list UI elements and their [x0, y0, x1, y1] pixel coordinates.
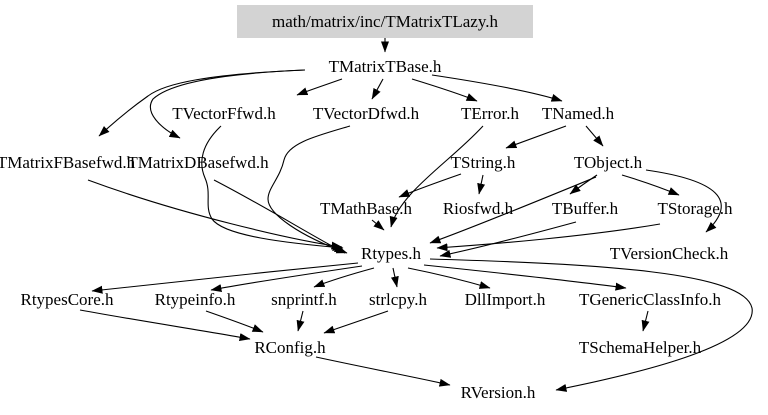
- edge-group: [79, 38, 753, 392]
- edge-rtypes-to-tgenericclassinfo: [423, 264, 627, 291]
- edge-tstorage-to-rtypes: [436, 223, 661, 252]
- edge-rtypeinfo-to-rconfig: [205, 310, 264, 333]
- edge-tobject-to-tbuffer: [569, 174, 598, 195]
- edge-tnamed-to-tstring: [505, 125, 567, 149]
- edge-tmatrixtbase-to-tmatrixdbasefwd: [150, 69, 306, 139]
- edge-tmatrixtbase-to-tvectorffwd: [296, 78, 343, 96]
- edge-rtypes-to-dllimport: [407, 267, 491, 289]
- edge-rtypes-to-rversion: [429, 258, 753, 392]
- edge-tmatrixtbase-to-tnamed: [431, 74, 563, 102]
- node-tmatrixtbase-h[interactable]: TMatrixTBase.h: [329, 57, 442, 76]
- edge-tstring-to-tmathbase: [398, 173, 462, 198]
- edge-rconfig-to-rversion: [315, 356, 451, 387]
- node-tmatrixfbasefwd-h[interactable]: TMatrixFBasefwd.h: [0, 153, 136, 172]
- edge-tgenericclassinfo-to-tschemahelper: [641, 310, 650, 332]
- node-strlcpy-h[interactable]: strlcpy.h: [369, 290, 427, 309]
- edge-rtypescore-to-rconfig: [79, 309, 251, 342]
- node-root-file: math/matrix/inc/TMatrixTLazy.h: [272, 12, 498, 31]
- node-tvectordfwd-h[interactable]: TVectorDfwd.h: [313, 104, 420, 123]
- edge-tvectorffwd-to-rtypes: [201, 125, 344, 252]
- node-terror-h[interactable]: TError.h: [461, 104, 520, 123]
- node-tvectorffwd-h[interactable]: TVectorFfwd.h: [172, 104, 276, 123]
- edge-rtypes-to-rtypeinfo: [210, 265, 363, 293]
- node-riosfwd-h[interactable]: Riosfwd.h: [443, 199, 514, 218]
- edge-tobject-to-tstorage: [621, 174, 680, 196]
- node-tversioncheck-h[interactable]: TVersionCheck.h: [610, 244, 729, 263]
- edge-tmatrixtbase-to-terror: [411, 78, 478, 102]
- node-tstring-h[interactable]: TString.h: [451, 153, 516, 172]
- edge-tmatrixdbasefwd-to-rtypes: [213, 179, 346, 254]
- edge-strlcpy-to-rconfig: [323, 310, 389, 334]
- edge-tobject-to-rtypes: [429, 176, 597, 244]
- node-tmatrixdbasefwd-h[interactable]: TMatrixDBasefwd.h: [127, 153, 269, 172]
- edge-tnamed-to-tobject: [585, 125, 604, 147]
- root-node-box: [237, 5, 533, 38]
- edge-terror-to-rtypes: [389, 125, 484, 228]
- edge-tmatrixtbase-to-tvectordfwd: [371, 78, 384, 100]
- edge-tmatrixfbasefwd-to-rtypes: [87, 179, 343, 250]
- edge-tvectordfwd-to-rtypes: [267, 125, 351, 254]
- edge-tbuffer-to-rtypes: [439, 221, 577, 258]
- node-rconfig-h[interactable]: RConfig.h: [254, 338, 326, 357]
- node-tstorage-h[interactable]: TStorage.h: [657, 199, 733, 218]
- node-rtypes-h[interactable]: Rtypes.h: [361, 244, 421, 263]
- node-snprintf-h[interactable]: snprintf.h: [271, 290, 337, 309]
- node-dllimport-h[interactable]: DllImport.h: [465, 290, 546, 309]
- node-rtypescore-h[interactable]: RtypesCore.h: [20, 290, 114, 309]
- edge-tstring-to-riosfwd: [477, 174, 486, 195]
- node-tmathbase-h[interactable]: TMathBase.h: [320, 199, 413, 218]
- edge-rtypes-to-snprintf: [313, 267, 375, 288]
- node-tobject-h[interactable]: TObject.h: [574, 153, 643, 172]
- edge-rtypes-to-rtypescore: [91, 262, 359, 294]
- edge-tobject-to-tversioncheck: [645, 169, 722, 233]
- node-tnamed-h[interactable]: TNamed.h: [542, 104, 615, 123]
- node-tgenericclassinfo-h[interactable]: TGenericClassInfo.h: [579, 290, 722, 309]
- node-rtypeinfo-h[interactable]: Rtypeinfo.h: [155, 290, 236, 309]
- edge-rtypes-to-strlcpy: [390, 267, 399, 288]
- edge-snprintf-to-rconfig: [296, 310, 305, 332]
- node-rversion-h[interactable]: RVersion.h: [461, 383, 536, 402]
- edge-tmathbase-to-rtypes: [371, 219, 385, 231]
- node-tbuffer-h[interactable]: TBuffer.h: [552, 199, 619, 218]
- node-tschemahelper-h[interactable]: TSchemaHelper.h: [579, 338, 702, 357]
